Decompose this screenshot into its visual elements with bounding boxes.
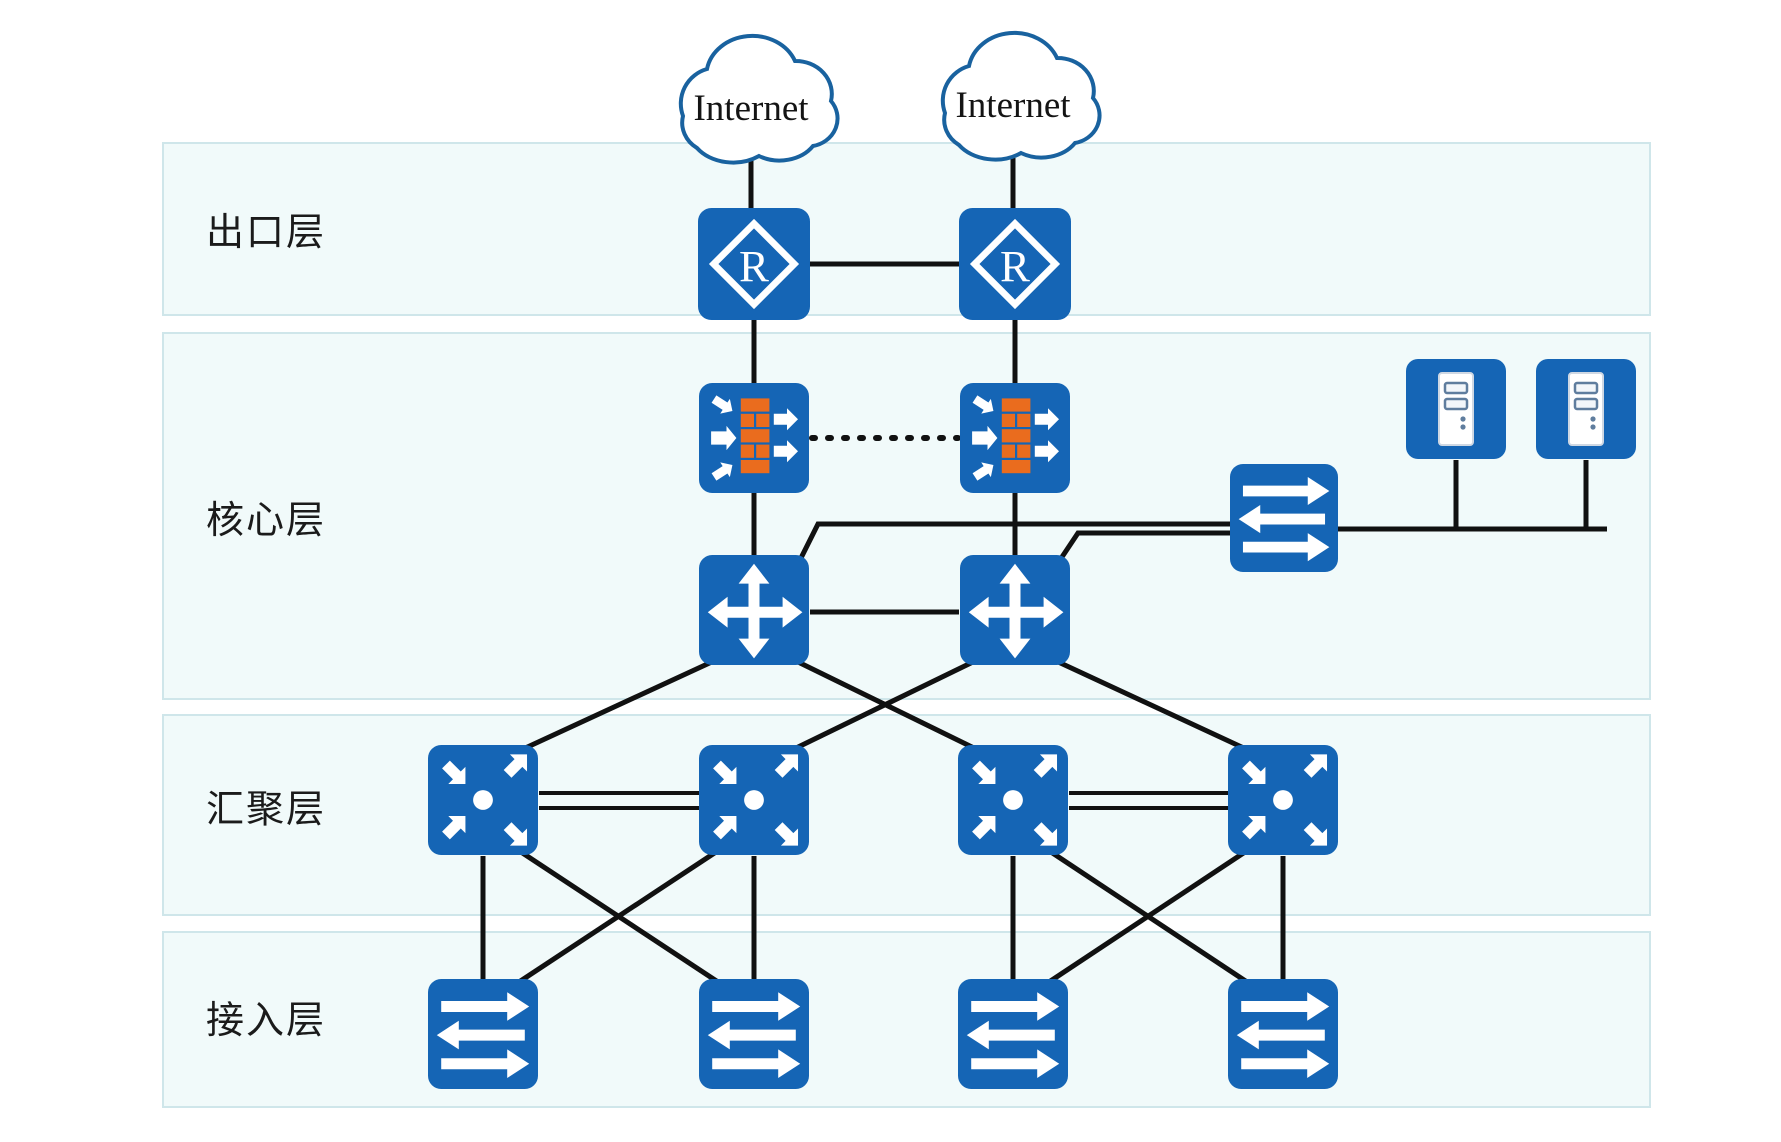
node-agg-switch-1[interactable] xyxy=(428,745,538,855)
node-server-2[interactable] xyxy=(1536,359,1636,459)
node-router-2[interactable] xyxy=(959,208,1071,320)
cloud-label-internet-2: Internet xyxy=(955,85,1071,126)
node-core-switch-1[interactable] xyxy=(699,555,809,665)
link-core2-agg4 xyxy=(1052,657,1250,753)
layer-label-egress: 出口层 xyxy=(206,212,326,254)
link-core1-agg1 xyxy=(519,657,718,753)
node-server-1[interactable] xyxy=(1406,359,1506,459)
layer-panel-egress: 出口层 xyxy=(162,142,1651,316)
layer-panel-access: 接入层 xyxy=(162,931,1651,1108)
layer-label-access: 接入层 xyxy=(206,1000,326,1042)
node-acc-switch-3[interactable] xyxy=(958,979,1068,1089)
link-agg3-agg4 xyxy=(1069,791,1228,810)
layer-panel-aggregation: 汇聚层 xyxy=(162,714,1651,916)
node-agg-switch-4[interactable] xyxy=(1228,745,1338,855)
layer-panel-core: 核心层 xyxy=(162,332,1651,700)
layer-label-aggregation: 汇聚层 xyxy=(206,789,326,831)
layer-panels: 出口层 核心层 汇聚层 接入层 xyxy=(162,142,1651,1108)
link-agg1-agg2 xyxy=(539,791,699,810)
link-agg2-acc1 xyxy=(517,849,718,985)
links xyxy=(480,158,1607,985)
layer-label-core: 核心层 xyxy=(206,500,326,542)
node-router-1[interactable] xyxy=(698,208,810,320)
internet-clouds: Internet Internet xyxy=(678,30,1102,165)
link-core2-agg2 xyxy=(790,657,979,753)
node-acc-switch-1[interactable] xyxy=(428,979,538,1089)
link-core2-server-switch xyxy=(1057,530,1230,562)
node-firewall-1[interactable] xyxy=(699,383,809,493)
node-agg-switch-3[interactable] xyxy=(958,745,1068,855)
link-core1-server-switch xyxy=(797,521,1230,562)
node-core-switch-2[interactable] xyxy=(960,555,1070,665)
cloud-internet-2[interactable]: Internet xyxy=(940,30,1102,162)
node-acc-switch-2[interactable] xyxy=(699,979,809,1089)
link-agg4-acc3 xyxy=(1047,849,1247,985)
node-firewall-2[interactable] xyxy=(960,383,1070,493)
cloud-internet-1[interactable]: Internet xyxy=(678,33,840,165)
node-acc-switch-4[interactable] xyxy=(1228,979,1338,1089)
cloud-label-internet-1: Internet xyxy=(693,88,809,129)
node-agg-switch-2[interactable] xyxy=(699,745,809,855)
node-server-switch[interactable] xyxy=(1230,464,1338,572)
